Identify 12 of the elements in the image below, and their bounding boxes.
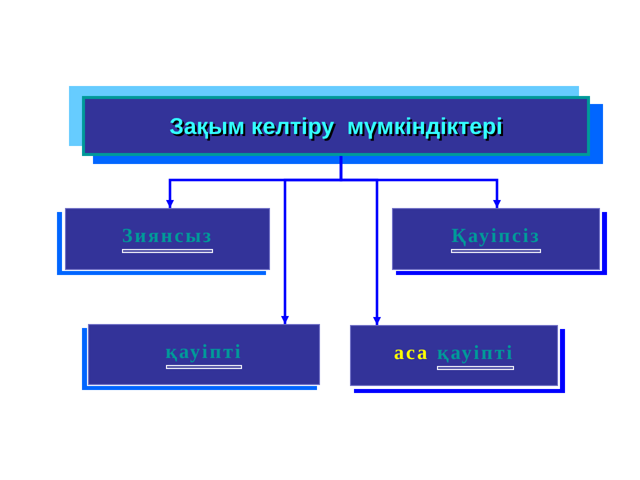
category-label: қауіпті [166, 340, 242, 368]
category-box [350, 325, 558, 386]
category-box [392, 208, 600, 270]
category-label: қауіпті [437, 342, 514, 370]
category-box [65, 208, 270, 270]
title-box [82, 96, 590, 156]
arrow [340, 156, 381, 325]
category-box [88, 324, 320, 385]
title-text: Зақым келтіру мүмкіндіктері [169, 112, 503, 140]
category-label: Қауіпсіз [451, 225, 541, 253]
category-label: Зиянсыз [122, 225, 213, 253]
category-label: аса [394, 342, 430, 366]
